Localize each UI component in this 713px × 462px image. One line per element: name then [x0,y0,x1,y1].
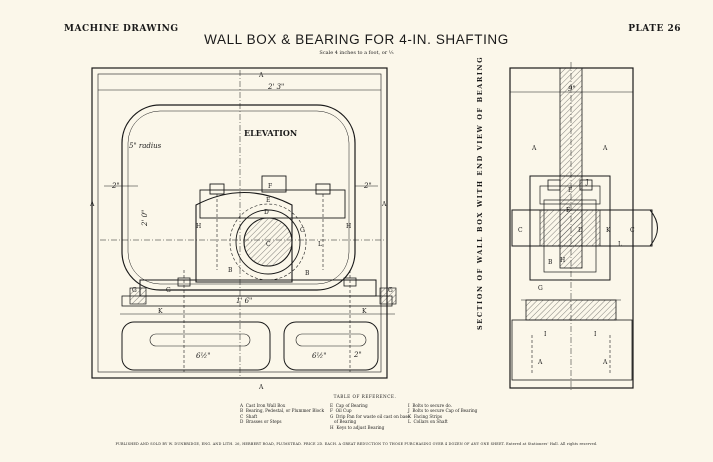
section-letter: B [548,259,553,266]
elev-letter: G [132,287,137,294]
series-title: MACHINE DRAWING [64,24,179,34]
reference-column: E Cap of Bearing F Oil Cup G Drip Pan fo… [330,403,410,430]
section-letter: I [594,331,597,338]
elevation-view [91,67,397,379]
reference-row: E Cap of Bearing [330,403,368,408]
elev-letter: A [258,384,264,391]
dim-slot-a: 6½" [196,352,210,360]
elev-letter: B [305,270,310,277]
section-letter: K [606,227,611,234]
elev-letter: H [346,223,351,230]
elev-letter: D [264,209,269,216]
reference-column: A Cast Iron Wall Box B Bearing, Pedestal… [240,403,324,425]
section-letter: H [560,257,565,264]
section-letter: A [602,145,608,152]
elevation-label: ELEVATION [244,128,297,138]
slot-left [121,321,271,371]
reference-row: I Bolts to secure do. [408,403,452,408]
elev-letter: H [196,223,201,230]
section-letter: A [602,359,608,366]
plate-number: PLATE 26 [628,24,681,34]
elev-letter: G [166,287,171,294]
reference-row: K Facing Strips [408,413,443,419]
section-labels: 9" A A A A B C C D E F G H I I J K L [518,85,635,366]
reference-row: G Drip Pan for waste oil cast on base [330,413,410,419]
dim-bolt-span: 1' 6" [236,297,252,305]
reference-row: F Oil Cup [330,408,352,414]
section-letter: I [544,331,547,338]
reference-row: C Shaft [240,413,258,419]
section-bearing [529,175,611,281]
elev-letter: A [89,201,95,208]
dim-right-offset: 2" [363,182,372,190]
dim-left-offset: 2" [111,182,120,190]
slot-right [283,321,379,371]
opening [121,104,356,291]
opening-inner [127,110,350,285]
section-letter: F [568,187,572,194]
elev-letter: A [381,201,387,208]
scale-note: Scale 4 inches to a foot, or ⅓ [319,50,394,56]
dim-slot-b: 6½" [312,352,326,360]
section-letter: C [630,227,635,234]
dim-width: 2' 3" [267,83,284,91]
reference-row: H Keys to adjust Bearing [330,424,385,430]
elev-letter: L [318,241,322,248]
cap-bolt-right [315,183,331,195]
elev-letter: E [266,197,270,204]
dim-radius: 5" radius [129,142,162,150]
section-letter: A [531,145,537,152]
elevation-labels: ELEVATION 2' 3" 5" radius 2' 0" 1' 6" 2"… [89,72,393,391]
bearing-body [195,192,293,283]
section-dim-top: 9" [568,85,576,93]
reference-table: TABLE OF REFERENCE. A Cast Iron Wall Box… [240,394,490,430]
section-letter: E [566,207,570,214]
reference-row: B Bearing, Pedestal, or Plummer Block [240,408,325,414]
elev-letter: C [300,227,305,234]
dim-height: 2' 0" [141,210,149,227]
reference-row: L Collars on Shaft [408,419,448,425]
wall-box-outline [91,67,388,379]
section-view [509,62,658,392]
publisher-footer: PUBLISHED AND SOLD BY W. DUNBRIDGE, ENG.… [115,442,598,446]
elev-letter: F [268,183,272,190]
plate-title: WALL BOX & BEARING FOR 4-IN. SHAFTING [204,32,509,47]
reference-row: of Bearing [334,419,357,425]
elev-letter: B [228,267,233,274]
reference-row: A Cast Iron Wall Box [240,403,286,408]
wall-box-inner [97,73,382,373]
shaft [243,217,293,267]
elev-letter: K [362,308,367,315]
reference-table-title: TABLE OF REFERENCE. [333,394,397,399]
reference-row: J Bolts to secure Cap of Bearing [408,408,478,414]
elev-letter: C [266,241,271,248]
dim-slot-right: 2" [353,351,362,359]
section-letter: C [518,227,523,234]
section-letter: A [537,359,543,366]
oil-cup [261,175,287,193]
section-letter: J [585,179,589,186]
elev-letter: A [258,72,264,79]
cap-bolt-left [209,183,225,195]
reference-row: D Brasses or Steps [240,419,282,425]
reference-column: I Bolts to secure do. J Bolts to secure … [408,403,477,425]
elev-letter: G [388,287,393,294]
section-letter: L [618,241,622,248]
section-letter: D [578,227,583,234]
elev-letter: K [158,308,163,315]
section-letter: G [538,285,543,292]
section-title: SECTION OF WALL BOX WITH END VIEW OF BEA… [476,55,484,330]
